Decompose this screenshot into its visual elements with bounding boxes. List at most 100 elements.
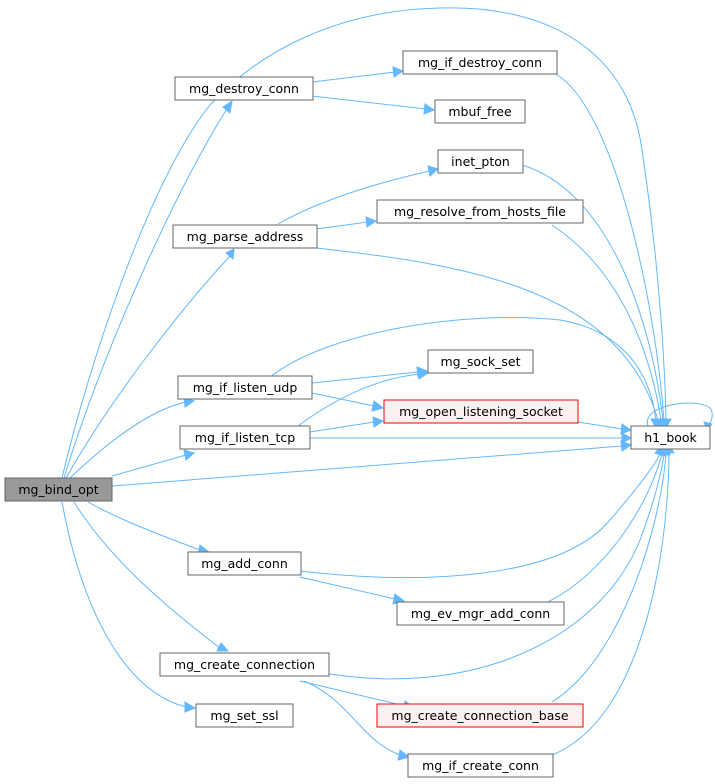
arrowhead <box>427 165 440 177</box>
node-label: mg_parse_address <box>187 229 304 244</box>
node-label: mbuf_free <box>448 104 512 119</box>
node-label: mg_open_listening_socket <box>399 404 563 419</box>
node-mg-if-listen-tcp[interactable]: mg_if_listen_tcp <box>179 425 311 450</box>
node-mg-set-ssl[interactable]: mg_set_ssl <box>195 703 294 728</box>
edge-listen-tcp-to-sock-set <box>297 373 421 427</box>
node-label: mg_create_connection <box>174 657 315 672</box>
edge-if-create-to-h1-book <box>551 453 670 756</box>
node-mg-if-destroy-conn[interactable]: mg_if_destroy_conn <box>402 50 558 75</box>
node-box <box>376 199 584 224</box>
node-mg-add-conn[interactable]: mg_add_conn <box>187 551 302 576</box>
node-box <box>174 76 314 101</box>
node-mg-sock-set[interactable]: mg_sock_set <box>427 349 534 374</box>
edge-listen-udp-to-sock-set <box>311 371 419 384</box>
arrowhead <box>184 701 197 713</box>
arrowhead <box>620 440 633 452</box>
arrowhead <box>620 423 633 435</box>
node-box <box>630 425 711 450</box>
edge-if-destroy-to-h1-book <box>555 73 665 421</box>
nodes: mg_bind_opt mg_destroy_conn mg_if_destro… <box>4 50 711 778</box>
node-box <box>407 753 554 778</box>
node-mg-destroy-conn[interactable]: mg_destroy_conn <box>174 76 314 101</box>
node-mg-open-listening-socket[interactable]: mg_open_listening_socket <box>383 399 579 424</box>
node-mg-ev-mgr-add-conn[interactable]: mg_ev_mgr_add_conn <box>396 601 565 626</box>
edge-open-socket-to-h1-book <box>577 421 623 430</box>
node-label: mg_if_listen_udp <box>193 380 298 395</box>
node-mg-if-create-conn[interactable]: mg_if_create_conn <box>407 753 554 778</box>
node-h1-book[interactable]: h1_book <box>630 425 711 450</box>
edge-create-connection-to-h1-book <box>317 453 665 680</box>
edge-bind-to-parse-address <box>65 255 231 479</box>
edge-add-conn-to-h1-book <box>299 453 661 578</box>
node-label: mg_bind_opt <box>18 482 98 497</box>
node-box <box>159 652 330 677</box>
edge-bind-to-listen-tcp <box>111 454 187 477</box>
node-label: h1_book <box>644 430 697 445</box>
node-label: mg_if_destroy_conn <box>418 55 542 70</box>
edge-bind-to-add-conn <box>87 501 201 551</box>
arrowhead <box>621 432 633 444</box>
arrowhead <box>397 749 411 761</box>
node-box <box>396 601 565 626</box>
node-mg-create-connection[interactable]: mg_create_connection <box>159 652 330 677</box>
arrowhead <box>417 368 430 380</box>
edge-ev-mgr-to-h1-book <box>547 453 663 603</box>
edge-listen-udp-to-h1-book-arc <box>269 316 657 421</box>
node-label: mg_resolve_from_hosts_file <box>394 204 566 219</box>
node-label: mg_set_ssl <box>210 708 278 723</box>
arrowhead <box>365 216 378 228</box>
node-label: mg_if_create_conn <box>422 758 539 773</box>
node-box <box>195 703 294 728</box>
node-mg-parse-address[interactable]: mg_parse_address <box>172 224 318 249</box>
arrowhead <box>392 66 405 78</box>
edge-create-connection-to-base <box>299 680 406 707</box>
node-label: mg_ev_mgr_add_conn <box>411 606 550 621</box>
node-mbuf-free[interactable]: mbuf_free <box>434 99 526 124</box>
edge-base-to-h1-book <box>551 453 667 703</box>
edge-listen-udp-to-open-socket <box>311 392 375 407</box>
node-box <box>434 99 526 124</box>
edge-parse-to-inet-pton <box>277 170 431 225</box>
node-box <box>383 399 579 424</box>
edge-bind-to-h1-book-top <box>61 7 667 479</box>
arrowhead <box>371 400 385 412</box>
edge-bind-to-h1-book <box>111 445 623 487</box>
node-box <box>437 149 524 174</box>
arrowhead <box>650 418 662 430</box>
arrowhead <box>372 416 385 428</box>
node-mg-if-listen-udp[interactable]: mg_if_listen_udp <box>177 375 313 400</box>
edge-add-conn-to-ev-mgr <box>299 576 396 600</box>
edge-parse-to-h1-book <box>315 247 659 421</box>
node-mg-resolve-from-hosts-file[interactable]: mg_resolve_from_hosts_file <box>376 199 584 224</box>
node-label: mg_sock_set <box>441 354 521 369</box>
edge-bind-to-set-ssl <box>61 501 187 708</box>
node-box <box>402 50 558 75</box>
node-label: mg_destroy_conn <box>189 81 299 96</box>
node-label: mg_create_connection_base <box>391 708 569 723</box>
node-inet-pton[interactable]: inet_pton <box>437 149 524 174</box>
arrowhead <box>423 103 436 115</box>
arrowhead <box>216 642 230 652</box>
edge-destroy-to-if-destroy <box>311 71 396 83</box>
edges <box>61 7 713 761</box>
node-box <box>376 703 584 728</box>
node-mg-create-connection-base[interactable]: mg_create_connection_base <box>376 703 584 728</box>
node-box <box>187 551 302 576</box>
node-box <box>172 224 318 249</box>
edge-inet-pton-to-h1-book <box>521 164 664 421</box>
arrowhead <box>183 449 196 461</box>
edge-listen-tcp-to-open-socket <box>309 421 375 433</box>
arrowhead <box>222 99 233 114</box>
node-box <box>177 375 313 400</box>
node-mg-bind-opt[interactable]: mg_bind_opt <box>4 477 113 502</box>
node-label: mg_add_conn <box>201 556 288 571</box>
edge-create-connection-to-if-create <box>303 680 401 756</box>
arrowhead <box>225 248 235 261</box>
node-box <box>179 425 311 450</box>
edge-parse-to-resolve <box>315 221 369 230</box>
edge-bind-to-destroy-conn <box>63 106 229 479</box>
node-label: inet_pton <box>451 154 510 169</box>
edge-bind-to-create-connection <box>73 501 221 649</box>
node-box <box>427 349 534 374</box>
